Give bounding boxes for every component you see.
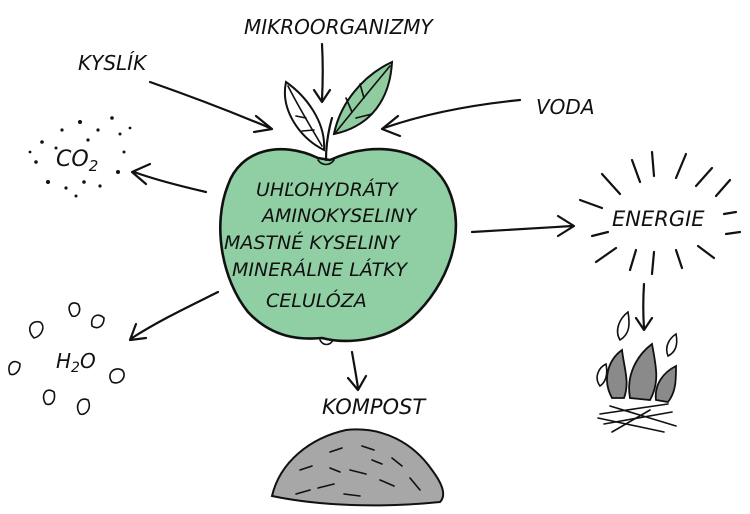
- content-amino-acids: AMINOKYSELINY: [260, 205, 418, 227]
- content-fatty-acids: MASTNÉ KYSELINY: [224, 231, 401, 254]
- arrow-water: [382, 100, 520, 136]
- label-h2o: H2O: [56, 349, 96, 376]
- label-co2: CO2: [56, 147, 98, 175]
- arrow-co2: [132, 164, 206, 192]
- arrow-h2o: [130, 292, 218, 340]
- content-carbohydrates: UHĽOHYDRÁTY: [256, 178, 399, 201]
- label-oxygen: KYSLÍK: [78, 51, 148, 75]
- arrow-energy: [472, 216, 574, 236]
- campfire-icon: [597, 312, 677, 432]
- h2o-group: H2O: [9, 303, 124, 414]
- arrow-oxygen: [150, 82, 272, 132]
- energy-group: ENERGIE: [580, 152, 740, 274]
- arrow-compost: [348, 352, 366, 390]
- label-energy: ENERGIE: [612, 207, 705, 231]
- label-water: VODA: [536, 95, 595, 119]
- arrow-microorganisms: [314, 44, 330, 102]
- label-microorganisms: MIKROORGANIZMY: [244, 15, 435, 39]
- arrow-fire: [636, 284, 652, 330]
- co2-group: CO2: [29, 116, 132, 197]
- label-compost: KOMPOST: [322, 395, 427, 419]
- content-cellulose: CELULÓZA: [266, 288, 367, 312]
- compost-pile-icon: [272, 429, 443, 505]
- content-minerals: MINERÁLNE LÁTKY: [232, 258, 409, 281]
